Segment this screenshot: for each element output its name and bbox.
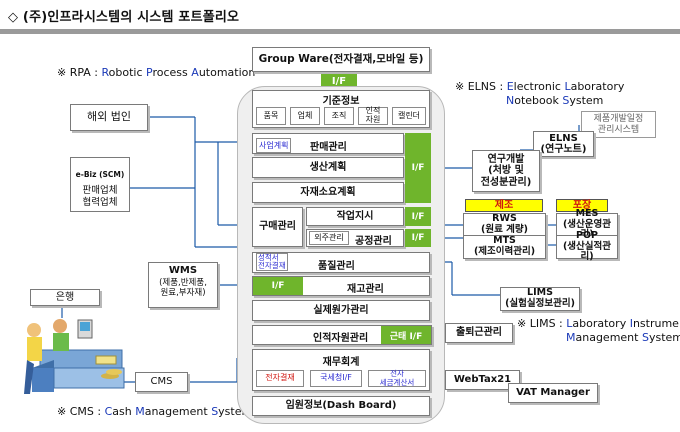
cms-word-m: anagement <box>144 405 212 418</box>
lims-prefix: ※ LIMS : <box>517 317 567 330</box>
ebiz-title: e-Biz (SCM) <box>75 170 125 179</box>
quality-label: 품질관리 <box>318 261 355 272</box>
rpa-word-r: obotic <box>108 66 147 79</box>
elns-letter-s: S <box>562 93 570 107</box>
cms-word-c: ash <box>112 405 136 418</box>
rpa-word-a: utomation <box>198 66 256 79</box>
quality-box <box>252 252 430 273</box>
manufacture-tag: 제조 <box>465 199 543 212</box>
process-if: I/F <box>405 229 431 247</box>
lims-word-s: ystem <box>648 330 680 344</box>
sales-plan-tag: 사업계획 <box>256 138 292 153</box>
elns-box: ELNS (연구노트) <box>533 131 594 157</box>
rpa-prefix: ※ RPA : <box>57 66 102 79</box>
master-item: 업체 <box>290 107 320 125</box>
lims-letter-m: M <box>566 330 576 344</box>
elns-word-l: aboratory <box>570 80 625 93</box>
cms-letter-m: M <box>135 405 145 418</box>
wms-title: WMS <box>168 265 198 276</box>
finance-title: 재무회계 <box>322 357 360 368</box>
groupware-box: Group Ware(전자결재,모바일 등) <box>252 47 430 72</box>
bank-box: 은행 <box>30 289 100 306</box>
rnd-box: 연구개발 (처방 및 전성분관리) <box>472 150 540 192</box>
cms-letter-c: C <box>104 405 113 418</box>
production-plan-box: 생산계획 <box>252 157 404 178</box>
cost-box: 실제원가관리 <box>252 300 430 321</box>
lims-letter-l: L <box>566 317 573 330</box>
rpa-letter-p: P <box>146 66 153 79</box>
vat-manager-box: VAT Manager <box>508 383 598 403</box>
elns-letter-n: N <box>506 93 515 107</box>
mrp-box: 자재소요계획 <box>252 182 404 203</box>
finance-item: 전자결재 <box>256 370 304 387</box>
production-if: I/F <box>405 133 431 203</box>
bank-illustration <box>24 319 125 394</box>
finance-item: 전자 세금계산서 <box>368 370 426 387</box>
elns-word-e: lectronic <box>513 80 565 93</box>
webtax-box: WebTax21 <box>445 370 520 390</box>
elns-word-s: ystem <box>569 93 604 107</box>
elns-note: ※ ELNS : Electronic Laboratory Notebook … <box>455 80 624 108</box>
lims-word-i: nstrument <box>632 317 680 330</box>
outsourcing-item: 외주관리 <box>309 231 349 245</box>
inventory-label: 재고관리 <box>347 284 384 295</box>
purchase-box: 구매관리 <box>252 207 303 247</box>
process-label: 공정관리 <box>355 236 392 247</box>
rpa-word-p: rocess <box>152 66 192 79</box>
ebiz-line: 판매업체 <box>82 185 118 196</box>
cms-letter-s: S <box>211 405 219 418</box>
dashboard-box: 임원정보(Dash Board) <box>252 396 430 416</box>
ebiz-box <box>70 157 130 212</box>
lims-note: ※ LIMS : Laboratory Instrument Managemen… <box>517 317 680 345</box>
elns-letter-e: E <box>506 80 514 93</box>
cms-note: ※ CMS : Cash Management System <box>57 405 252 419</box>
packaging-tag: 포장 <box>556 199 608 212</box>
rpa-letter-a: A <box>191 66 199 79</box>
title-divider <box>0 29 680 34</box>
cms-box: CMS <box>135 372 188 392</box>
elns-letter-l: L <box>564 80 571 93</box>
inventory-if: I/F <box>253 277 303 295</box>
rpa-note: ※ RPA : Robotic Process Automation <box>57 66 255 80</box>
master-item: 캘린더 <box>392 107 426 125</box>
master-data-title: 기준정보 <box>322 96 360 107</box>
wms-detail: (제품,반제품, 원료,부자재) <box>159 278 207 298</box>
page-title: ◇ (주)인프라시스템의 시스템 포트폴리오 <box>8 10 240 25</box>
sales-label: 판매관리 <box>310 142 347 153</box>
cms-prefix: ※ CMS : <box>57 405 105 418</box>
quality-tag: 성적서 전자결재 <box>256 253 288 271</box>
attendance-box: 출퇴근관리 <box>445 323 513 343</box>
lims-word-l: aboratory <box>572 317 630 330</box>
wms-box <box>148 262 218 308</box>
overseas-box: 해외 법인 <box>70 104 148 131</box>
master-item: 품목 <box>256 107 286 125</box>
rpa-letter-r: R <box>101 66 109 79</box>
lims-box: LIMS (실험실정보관리) <box>500 287 580 311</box>
elns-prefix: ※ ELNS : <box>455 80 507 93</box>
master-item: 인적 자원 <box>358 106 388 125</box>
master-item: 조직 <box>324 107 354 125</box>
pop-box: POP (생산실적관리) <box>556 230 618 262</box>
lims-word-m: anagement <box>575 330 642 344</box>
attendance-if: 근태 I/F <box>381 326 431 344</box>
lims-letter-i: I <box>629 317 633 330</box>
ebiz-line: 협력업체 <box>82 197 118 208</box>
elns-word-n: otebook <box>514 93 563 107</box>
finance-item: 국세청I/F <box>310 370 362 387</box>
groupware-if: I/F <box>321 74 357 88</box>
lims-letter-s: S <box>641 330 649 344</box>
rws-box: RWS (원료 계량) <box>463 213 546 237</box>
mts-box: MTS (제조이력관리) <box>463 235 546 259</box>
hr-label: 인적자원관리 <box>313 333 369 344</box>
work-order-if: I/F <box>405 207 431 226</box>
work-order-box: 작업지시 <box>306 207 404 226</box>
